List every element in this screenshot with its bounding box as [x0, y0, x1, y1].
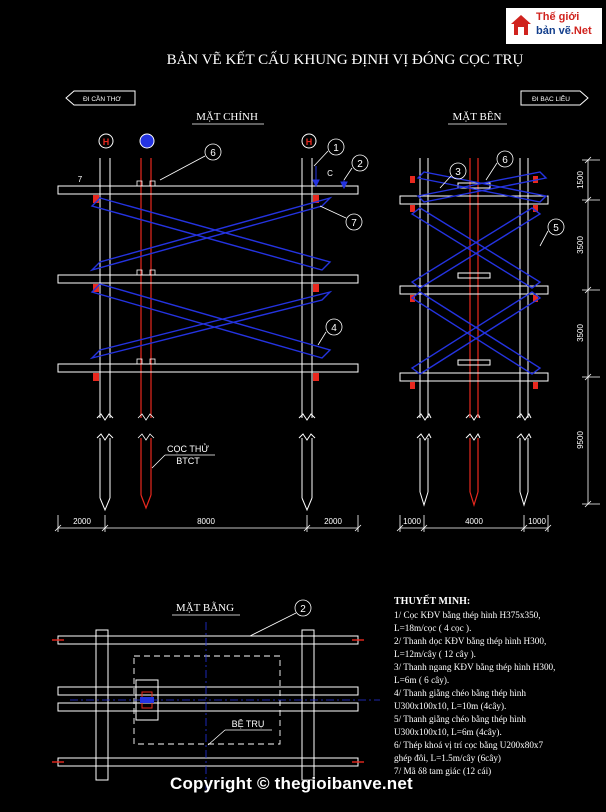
- note-line: 4/ Thanh giằng chéo bằng thép hình: [394, 688, 526, 698]
- test-pile-label-1: CỌC THỬ: [167, 443, 209, 454]
- note-line: U300x100x10, L=6m (4cây).: [394, 727, 502, 737]
- side-dim-bottom-right: 1000: [528, 517, 546, 526]
- note-line: ghép đôi, L=1.5m/cây (6cây): [394, 753, 501, 763]
- note-line: U300x100x10, L=10m (4cây).: [394, 701, 507, 711]
- pier-label: BỆ TRỤ: [232, 719, 265, 729]
- note-line: L=6m ( 6 cây).: [394, 675, 450, 685]
- plan-view: 2 BỆ TRỤ: [52, 599, 380, 790]
- view-title-front: MẶT CHÍNH: [196, 111, 258, 123]
- callout-1-front: 1: [333, 143, 339, 154]
- note-line: 6/ Thép khoá vị trí cọc bằng U200x80x7: [394, 740, 544, 750]
- logo-line1: Thế giới: [536, 11, 580, 23]
- callout-4-front: 4: [331, 323, 337, 334]
- view-title-plan: MẶT BẰNG: [176, 601, 234, 614]
- front-dim-mid: 8000: [197, 517, 215, 526]
- logo-line2: bản vẽ.Net: [536, 25, 592, 37]
- svg-text:ĐI CẦN THƠ: ĐI CẦN THƠ: [83, 93, 121, 103]
- note-line: 3/ Thanh ngang KĐV bằng thép hình H300,: [394, 662, 556, 672]
- callout-7-front: 7: [351, 218, 357, 229]
- marker-c-front: C: [327, 169, 333, 178]
- site-logo[interactable]: Thế giới bản vẽ.Net: [506, 8, 602, 44]
- note-line: 1/ Cọc KĐV bằng thép hình H375x350,: [394, 610, 541, 620]
- direction-right-arrow: ĐI BẠC LIÊU: [520, 90, 589, 106]
- notes-heading: THUYẾT MINH:: [394, 596, 471, 607]
- side-dim-3500-b: 3500: [576, 324, 585, 342]
- marker-h-left: H: [103, 137, 110, 147]
- side-dim-3500-a: 3500: [576, 236, 585, 254]
- side-dim-bottom-left: 1000: [403, 517, 421, 526]
- note-line: 7/ Mã δ8 tam giác (12 cái): [394, 766, 492, 776]
- front-dim-left: 2000: [73, 517, 91, 526]
- note-line: 2/ Thanh dọc KĐV bằng thép hình H300,: [394, 636, 547, 646]
- side-dim-9500: 9500: [576, 431, 585, 449]
- note-line: L=12m/cây ( 12 cây ).: [394, 649, 476, 659]
- callout-2-plan: 2: [300, 604, 306, 615]
- side-dim-bottom-mid: 4000: [465, 517, 483, 526]
- svg-text:ĐI BẠC LIÊU: ĐI BẠC LIÊU: [532, 94, 570, 103]
- view-title-side: MẶT BÊN: [453, 111, 502, 123]
- copyright-watermark: Copyright © thegioibanve.net: [170, 774, 413, 793]
- note-line: L=18m/cọc ( 4 cọc ).: [394, 623, 472, 633]
- house-icon: [511, 15, 531, 35]
- note-line: 5/ Thanh giằng chéo bằng thép hình: [394, 714, 526, 724]
- callout-3-side: 3: [455, 167, 461, 178]
- marker-7-left-front: 7: [78, 175, 83, 184]
- drawing-title: BẢN VẼ KẾT CẤU KHUNG ĐỊNH VỊ ĐÓNG CỌC TR…: [167, 51, 524, 68]
- side-view: 3 6 5 1500 3500 3500 9500: [396, 150, 600, 532]
- callout-2-front: 2: [357, 159, 363, 170]
- test-pile-label-2: BTCT: [176, 456, 200, 466]
- side-dim-1500: 1500: [576, 171, 585, 189]
- front-view: H H 6 1 2 7 4 C 7: [54, 133, 369, 532]
- notes-panel: THUYẾT MINH: 1/ Cọc KĐV bằng thép hình H…: [394, 595, 604, 778]
- front-dim-right: 2000: [324, 517, 342, 526]
- direction-left-arrow: ĐI CẦN THƠ: [65, 90, 136, 106]
- marker-h-right: H: [306, 137, 313, 147]
- callout-5-side: 5: [553, 223, 559, 234]
- callout-6-front: 6: [210, 148, 216, 159]
- callout-6-side: 6: [502, 155, 508, 166]
